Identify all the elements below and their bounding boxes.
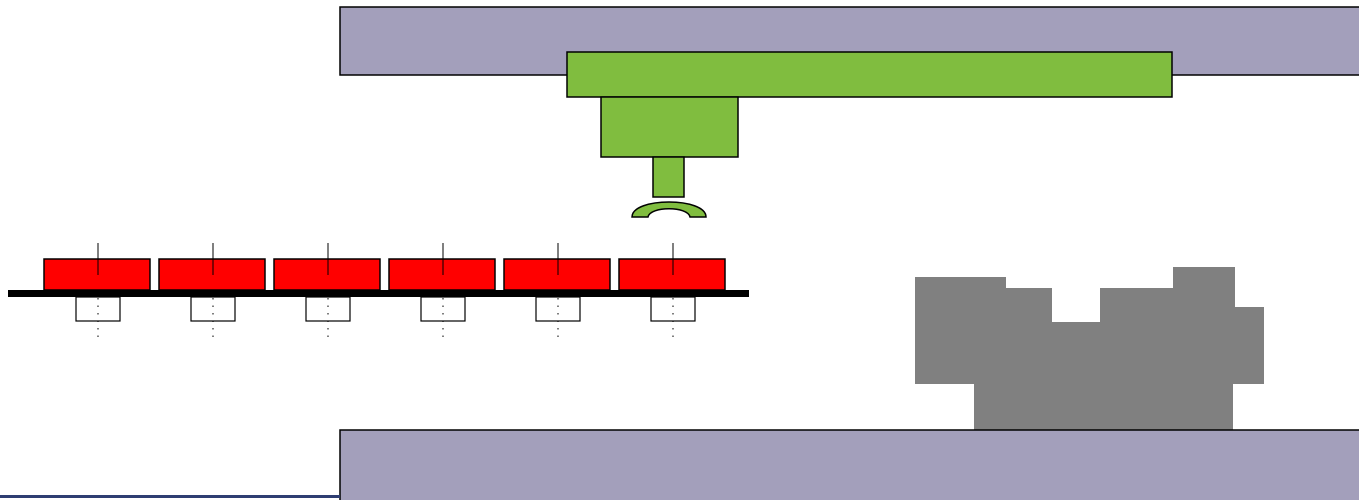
lower-rail (339, 429, 1359, 500)
red-block (158, 258, 266, 291)
gantry-carriage (600, 96, 739, 158)
block-holder (650, 296, 696, 322)
red-block (388, 258, 496, 291)
block-holder (420, 296, 466, 322)
block-row (43, 243, 726, 340)
gripper-hook (631, 201, 707, 218)
red-block (503, 258, 611, 291)
block-holder (190, 296, 236, 322)
red-block (273, 258, 381, 291)
red-block (43, 258, 151, 291)
conveyor-belt (8, 290, 749, 297)
block-holder (305, 296, 351, 322)
gantry-beam (566, 51, 1173, 98)
workpiece (915, 267, 1264, 431)
red-block (618, 258, 726, 291)
block-holder (75, 296, 121, 322)
gripper-shaft (652, 156, 685, 198)
block-holder (535, 296, 581, 322)
bottom-edge-line (0, 495, 340, 498)
